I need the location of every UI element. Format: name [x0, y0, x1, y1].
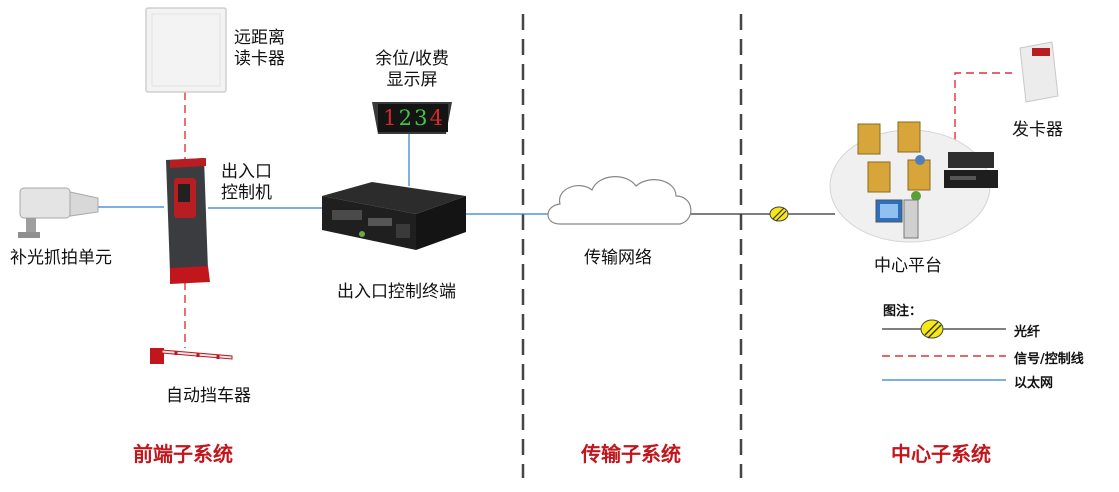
legend-fiber-icon [920, 319, 944, 339]
transport-subsystem-title: 传输子系统 [581, 442, 681, 466]
barrier-gate-label: 自动挡车器 [166, 386, 251, 406]
network-cloud-icon [547, 176, 692, 225]
fiber-connector-icon [769, 206, 789, 222]
control-terminal-label: 出入口控制终端 [337, 282, 456, 302]
legend-ethernet-label: 以太网 [1014, 376, 1054, 391]
control-terminal-icon [322, 182, 466, 250]
network-label: 传输网络 [584, 248, 652, 268]
display-digit-4: 4 [429, 106, 443, 130]
display-digit-1: 1 [383, 106, 397, 130]
display-digits: 1 2 3 4 [382, 104, 444, 132]
legend-fiber-label: 光纤 [1014, 325, 1041, 340]
network-switch-icon [944, 152, 998, 188]
issuer-signal-line [954, 72, 1012, 140]
server-icon [857, 121, 931, 201]
workstation-icon [875, 199, 919, 239]
center-platform-label: 中心平台 [874, 256, 942, 276]
card-issuer-label: 发卡器 [1012, 120, 1063, 140]
legend-signal-label: 信号/控制线 [1014, 352, 1084, 367]
legend-title: 图注： [883, 304, 923, 319]
card-issuer-icon [1019, 41, 1059, 103]
barrier-gate-icon [150, 348, 233, 364]
display-screen-label: 余位/收费 显示屏 [375, 49, 449, 90]
camera-icon [18, 187, 99, 238]
center-platform-icon [829, 121, 998, 243]
display-digit-2: 2 [398, 106, 412, 130]
center-subsystem-title: 中心子系统 [891, 442, 991, 466]
camera-label: 补光抓拍单元 [10, 248, 112, 268]
front-subsystem-title: 前端子系统 [133, 442, 233, 466]
remote-reader-label: 远距离 读卡器 [234, 28, 285, 69]
remote-reader-icon [145, 7, 227, 93]
display-digit-3: 3 [414, 106, 428, 130]
entrance-controller-label: 出入口 控制机 [221, 162, 272, 203]
entrance-controller-icon [166, 158, 210, 284]
display-screen-icon [372, 102, 452, 134]
